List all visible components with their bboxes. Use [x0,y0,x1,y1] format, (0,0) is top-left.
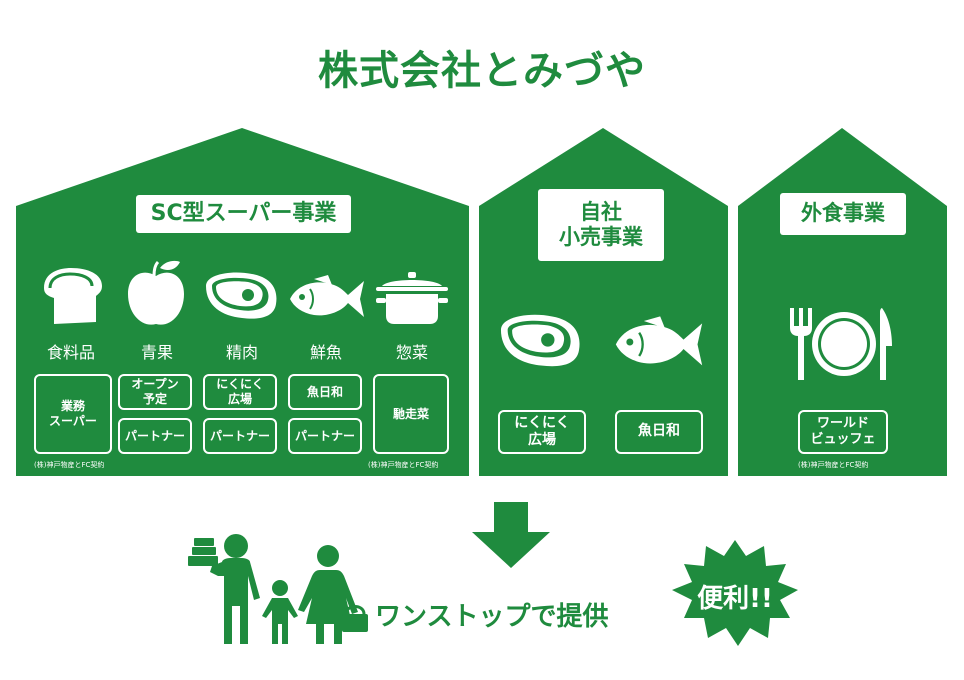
meat-icon [500,314,580,367]
page-title: 株式会社とみづや [318,48,646,94]
sc-supermarket-house: SC型スーパー事業 食料品 青果 精肉 鮮魚 惣菜 業務 スーパー オープン 予… [16,128,469,476]
store-uohiwa-sc: 魚日和 [288,374,362,410]
burst-badge [672,540,798,646]
category-label-produce: 青果 [140,343,173,362]
store-partner-meat: パートナー [203,418,277,454]
burst-text: 便利!! [697,584,773,614]
store-world-buffet: ワールド ビュッフェ [798,410,888,454]
store-partner-produce: パートナー [118,418,192,454]
category-label-meat: 精肉 [225,343,258,362]
fc-note-left: (株)神戸物産とFC契約 [34,461,105,469]
category-label-deli: 惣菜 [395,343,428,362]
store-gyomu-super: 業務 スーパー [34,374,112,454]
family-shopping-icon [188,534,368,644]
one-stop-text: ワンストップで提供 [375,602,609,632]
fish-icon [615,316,703,366]
apple-icon [128,260,184,325]
sc-label: SC型スーパー事業 [136,195,351,233]
store-chisoan: 馳走菜 [373,374,449,454]
pot-icon [376,272,448,324]
dining-house: 外食事業 ワールド ビュッフェ (株)神戸物産とFC契約 [738,128,947,476]
fc-note-right: (株)神戸物産とFC契約 [368,461,439,469]
category-label-grocery: 食料品 [46,343,95,362]
plate-cutlery-icon [790,308,892,380]
fc-note-dining: (株)神戸物産とFC契約 [798,461,869,469]
bread-icon [44,268,102,324]
down-arrow-icon [472,502,550,568]
retail-house: 自社 小売事業 にくにく 広場 魚日和 [479,128,728,476]
store-uohiwa-retail: 魚日和 [615,410,703,454]
meat-icon [206,272,277,319]
store-nikuniku-sc: にくにく 広場 [203,374,277,410]
dining-label: 外食事業 [780,193,906,235]
retail-label: 自社 小売事業 [538,189,664,261]
category-label-fish: 鮮魚 [309,343,342,362]
store-open-soon: オープン 予定 [118,374,192,410]
store-partner-fish: パートナー [288,418,362,454]
fish-icon [290,275,364,317]
store-nikuniku-retail: にくにく 広場 [498,410,586,454]
